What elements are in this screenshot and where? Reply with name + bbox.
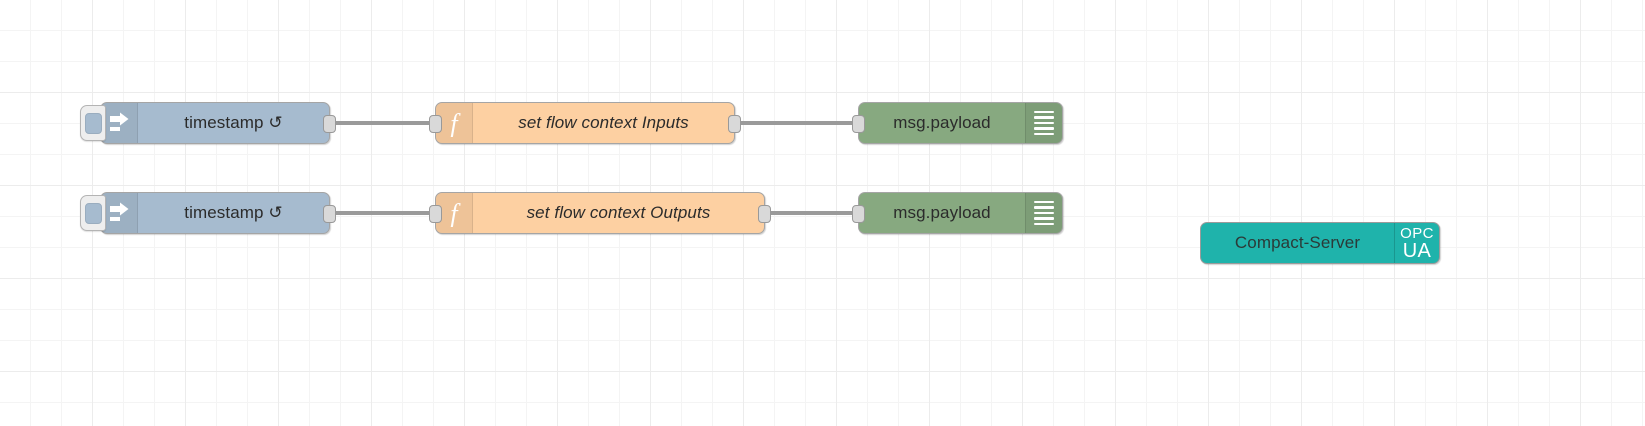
inject-node-2[interactable]: timestamp ↺ — [80, 192, 336, 234]
wire-function-to-debug-1[interactable] — [736, 121, 858, 125]
function-f-icon-1: f — [436, 103, 473, 143]
debug-input-port-1[interactable] — [852, 115, 865, 133]
svg-text:f: f — [450, 109, 461, 137]
svg-text:f: f — [450, 199, 461, 227]
function-input-port-1[interactable] — [429, 115, 442, 133]
function-input-port-2[interactable] — [429, 205, 442, 223]
inject-arrow-icon-2 — [101, 193, 138, 233]
function-node-label-1: set flow context Inputs — [518, 113, 689, 132]
inject-node-label-1: timestamp ↺ — [184, 113, 283, 132]
inject-node-1[interactable]: timestamp ↺ — [80, 102, 336, 144]
inject-output-port-1[interactable] — [323, 115, 336, 133]
opcua-server-label: Compact-Server — [1234, 233, 1361, 252]
wire-function-to-debug-2[interactable] — [766, 211, 858, 215]
opcua-icon: OPC UA — [1394, 223, 1439, 263]
debug-node-1[interactable]: msg.payload — [852, 102, 1075, 144]
inject-node-label-2: timestamp ↺ — [184, 203, 283, 222]
debug-bars-glyph-2 — [1034, 200, 1054, 226]
wire-inject-to-function-2[interactable] — [330, 211, 435, 215]
debug-bars-icon-2 — [1025, 193, 1062, 233]
debug-bars-icon-1 — [1025, 103, 1062, 143]
function-f-icon-2: f — [436, 193, 473, 233]
debug-input-port-2[interactable] — [852, 205, 865, 223]
opcua-server-node[interactable]: Compact-Server OPC UA — [1200, 222, 1440, 264]
inject-trigger-button-1[interactable] — [80, 105, 106, 141]
opcua-icon-line1: OPC — [1400, 224, 1434, 242]
function-node-2[interactable]: f set flow context Outputs — [429, 192, 771, 234]
function-output-port-1[interactable] — [728, 115, 741, 133]
debug-bars-glyph-1 — [1034, 110, 1054, 136]
inject-trigger-button-inner-1 — [84, 112, 102, 134]
inject-output-port-2[interactable] — [323, 205, 336, 223]
debug-node-2[interactable]: msg.payload — [852, 192, 1075, 234]
function-output-port-2[interactable] — [758, 205, 771, 223]
inject-trigger-button-2[interactable] — [80, 195, 106, 231]
debug-node-label-1: msg.payload — [893, 113, 991, 132]
debug-node-label-2: msg.payload — [893, 203, 991, 222]
opcua-icon-line2: UA — [1402, 239, 1432, 262]
function-node-label-2: set flow context Outputs — [526, 203, 711, 222]
wire-inject-to-function-1[interactable] — [330, 121, 435, 125]
inject-trigger-button-inner-2 — [84, 202, 102, 224]
inject-arrow-icon-1 — [101, 103, 138, 143]
function-node-1[interactable]: f set flow context Inputs — [429, 102, 741, 144]
